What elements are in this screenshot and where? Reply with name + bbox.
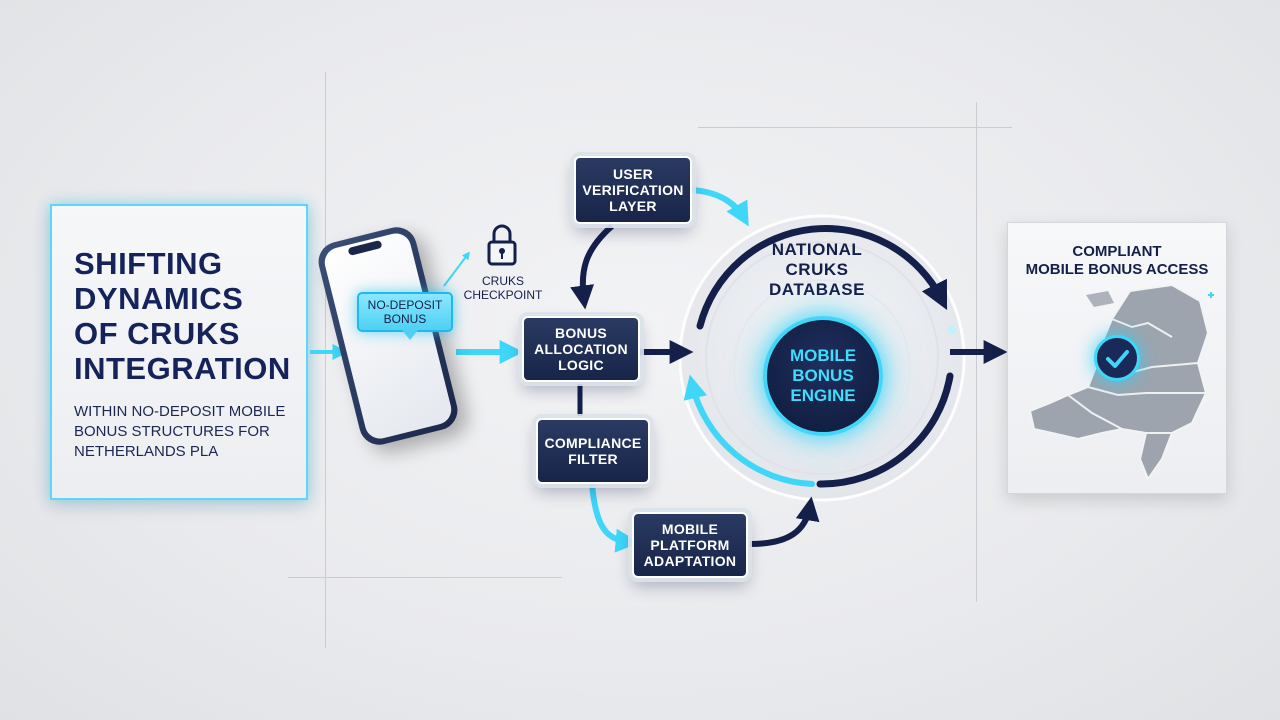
node-compliance-filter: COMPLIANCE FILTER [532, 414, 654, 488]
no-deposit-bonus-bubble: NO-DEPOSIT BONUS [357, 292, 453, 332]
diagram-subtitle: WITHIN NO-DEPOSIT MOBILE BONUS STRUCTURE… [74, 403, 286, 460]
national-cruks-database-label: NATIONAL CRUKS DATABASE [769, 240, 865, 299]
netherlands-map [1028, 283, 1214, 482]
guide-line-vertical-right [976, 102, 977, 602]
arrow-verification-to-database [691, 187, 749, 227]
glow-dot [948, 326, 956, 334]
diagram-title: SHIFTING DYNAMICS OF CRUKS INTEGRATION [74, 246, 291, 386]
phone-screen [321, 230, 455, 442]
node-mobile-platform-adaptation: MOBILE PLATFORM ADAPTATION [628, 508, 752, 582]
arrow-verification-to-bonus [570, 223, 614, 310]
guide-line-vertical-left [325, 72, 326, 648]
bubble-tail [402, 330, 418, 340]
guide-line-horizontal-top [698, 127, 1012, 128]
mobile-bonus-engine: MOBILE BONUS ENGINE [763, 316, 883, 436]
node-user-verification-layer: USER VERIFICATION LAYER [570, 152, 696, 228]
node-bonus-allocation-logic: BONUS ALLOCATION LOGIC [518, 312, 644, 386]
arrow-compliance-to-mobile [589, 483, 640, 553]
lock-icon [487, 224, 517, 266]
result-title: COMPLIANT MOBILE BONUS ACCESS [1025, 243, 1209, 278]
arrow-mobile-to-database [749, 496, 820, 547]
smartphone [314, 222, 462, 450]
result-card: COMPLIANT MOBILE BONUS ACCESS [1007, 222, 1227, 494]
title-card: SHIFTING DYNAMICS OF CRUKS INTEGRATION W… [50, 204, 308, 500]
cruks-checkpoint-label: CRUKS CHECKPOINT [463, 274, 543, 302]
checkmark-icon [1094, 335, 1140, 381]
guide-line-horizontal-bottom [288, 577, 562, 578]
